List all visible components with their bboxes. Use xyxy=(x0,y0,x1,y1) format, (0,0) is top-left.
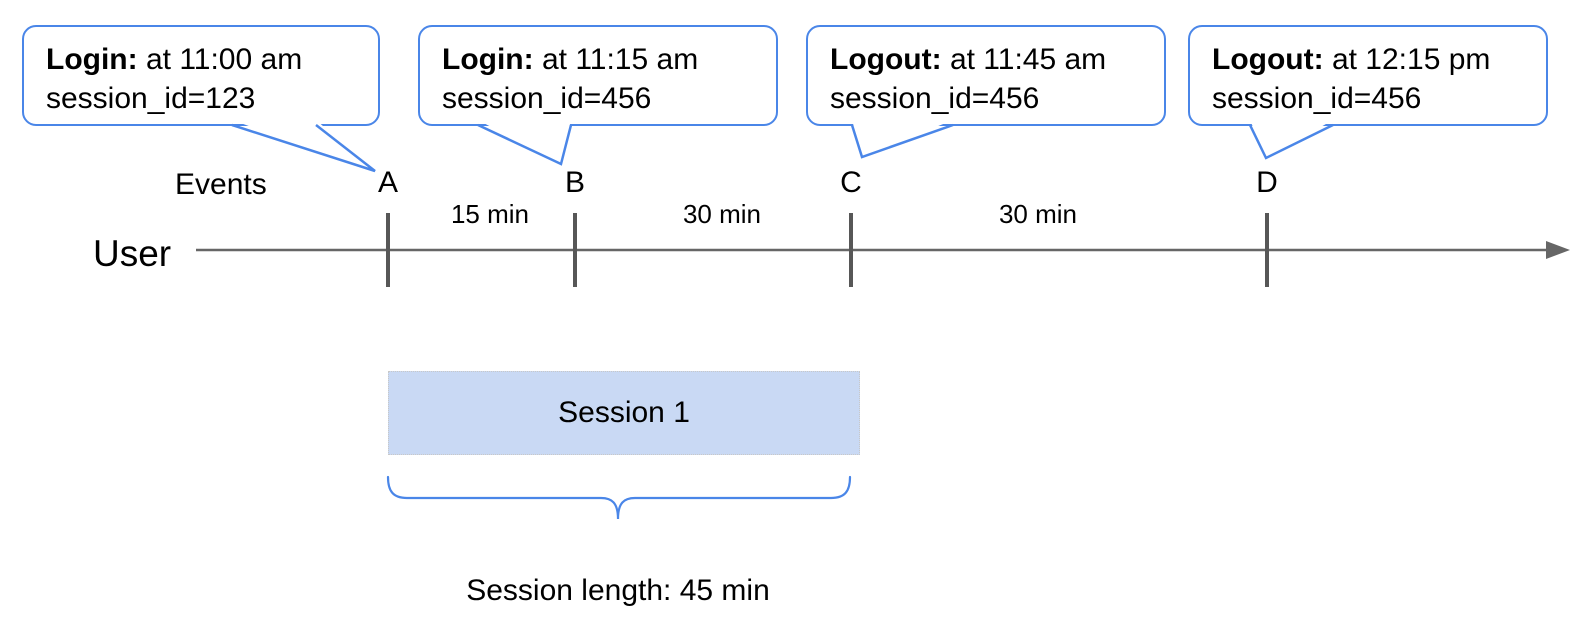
interval-label-c-d: 30 min xyxy=(998,199,1078,229)
callout-tail-a xyxy=(231,120,376,173)
callout-line1: Logout: at 12:15 pm xyxy=(1212,40,1546,79)
callout-bubble-event-b: Login: at 11:15 am session_id=456 xyxy=(418,25,778,126)
interval-label-b-c: 30 min xyxy=(682,199,762,229)
callout-bubble-event-d: Logout: at 12:15 pm session_id=456 xyxy=(1188,25,1548,126)
event-letter-b: B xyxy=(564,166,585,199)
event-action: Logout: xyxy=(1212,43,1324,76)
callout-bubble-event-a: Login: at 11:00 am session_id=123 xyxy=(22,25,380,126)
timeline-arrow xyxy=(196,241,1570,259)
callout-line2: session_id=456 xyxy=(1212,82,1422,115)
session-brace xyxy=(386,475,852,520)
session-length-label: Session length: 45 min xyxy=(466,574,770,607)
callout-line2: session_id=123 xyxy=(46,82,256,115)
event-letter-a: A xyxy=(377,166,398,199)
event-time: at 12:15 pm xyxy=(1323,43,1491,76)
callout-line1: Login: at 11:00 am xyxy=(46,40,378,79)
arrowhead-icon xyxy=(1546,241,1570,259)
event-action: Logout: xyxy=(830,43,942,76)
event-letter-c: C xyxy=(840,166,862,199)
callout-bubble-event-c: Logout: at 11:45 am session_id=456 xyxy=(806,25,1166,126)
callout-line2: session_id=456 xyxy=(830,82,1040,115)
event-action: Login: xyxy=(46,43,138,76)
event-time: at 11:00 am xyxy=(137,43,303,76)
session-1-box: Session 1 xyxy=(388,371,860,455)
event-time: at 11:15 am xyxy=(533,43,699,76)
session-1-label: Session 1 xyxy=(558,396,690,429)
callout-line1: Login: at 11:15 am xyxy=(442,40,776,79)
callout-line2: session_id=456 xyxy=(442,82,652,115)
event-action: Login: xyxy=(442,43,534,76)
user-axis-label: User xyxy=(93,233,172,274)
callout-tail-b xyxy=(477,120,573,166)
events-axis-label: Events xyxy=(175,168,267,201)
event-time: at 11:45 am xyxy=(941,43,1107,76)
event-letter-d: D xyxy=(1256,166,1278,199)
callout-line1: Logout: at 11:45 am xyxy=(830,40,1164,79)
interval-label-a-b: 15 min xyxy=(450,199,530,229)
